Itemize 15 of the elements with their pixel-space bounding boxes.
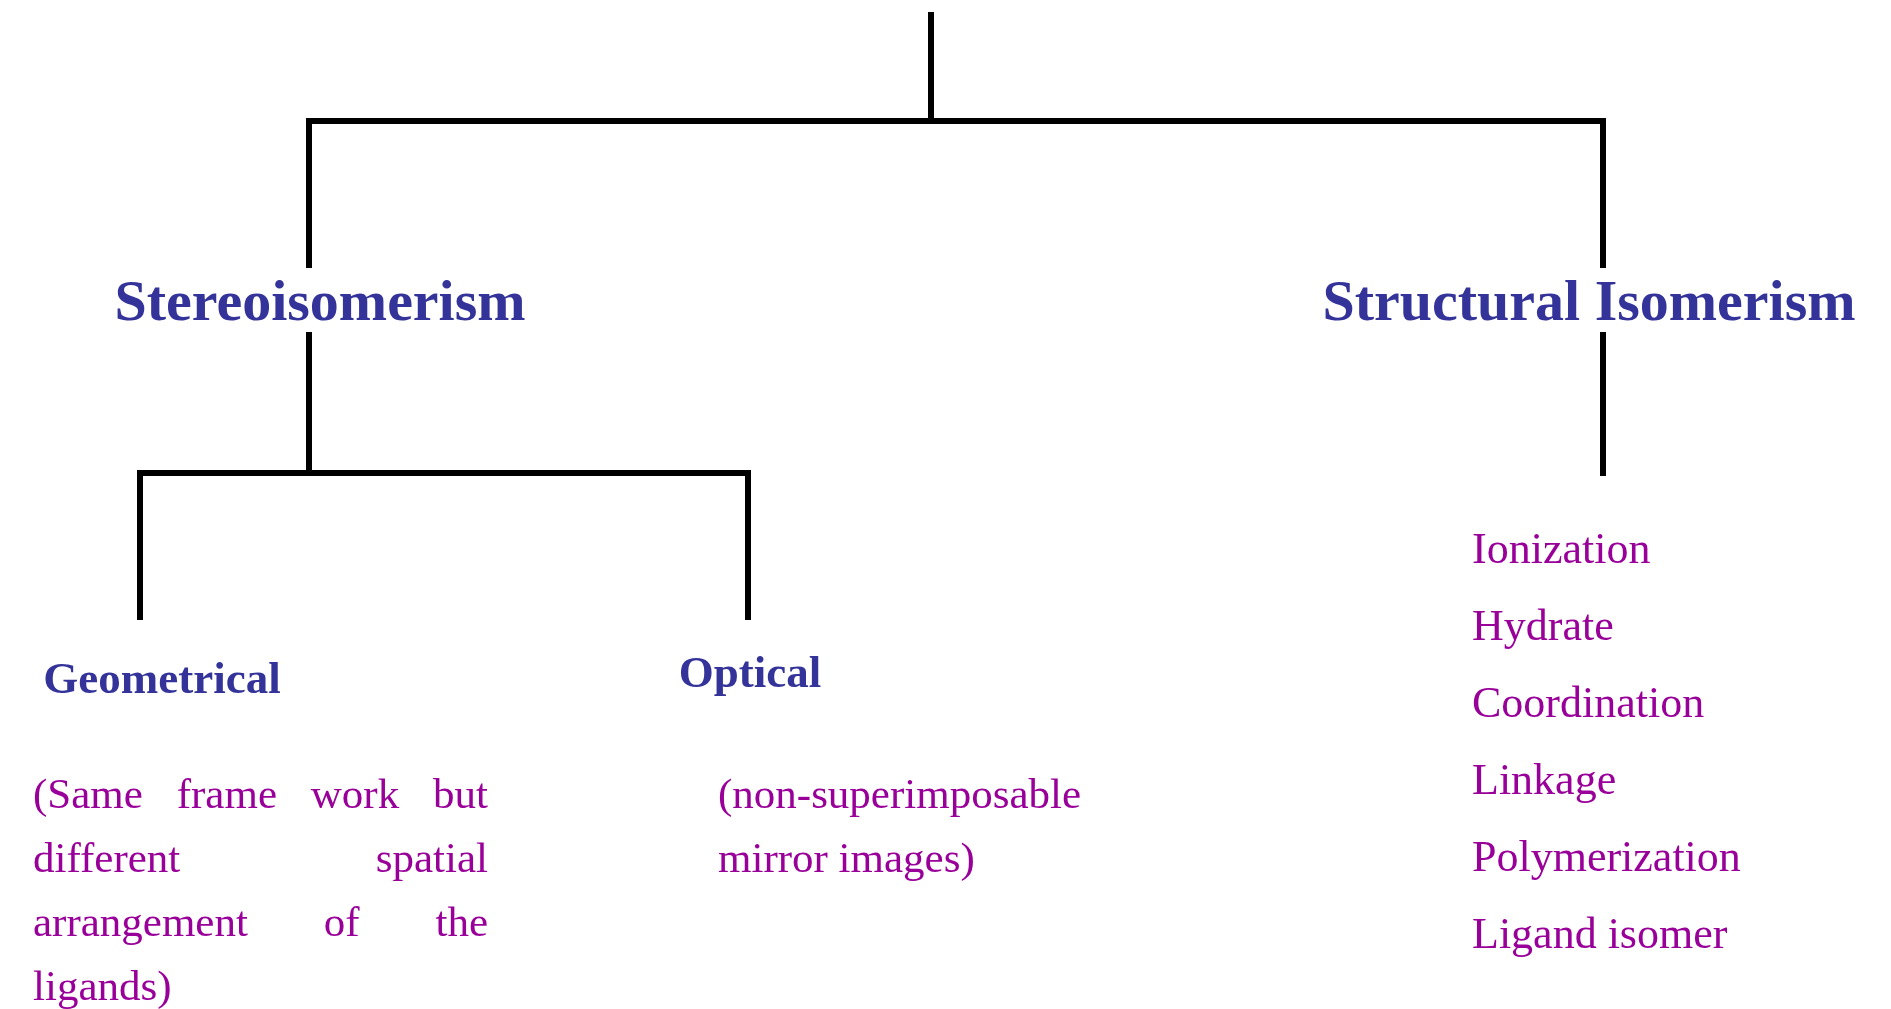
category-heading: Stereoisomerism — [114, 268, 526, 335]
list-item: Ionization — [1472, 523, 1651, 575]
list-item: Hydrate — [1472, 600, 1614, 652]
connector-line — [306, 332, 751, 620]
description-text: (non-superimposable mirror images) — [718, 769, 1083, 883]
list-item: Polymerization — [1472, 831, 1741, 883]
connector-line — [1600, 332, 1606, 476]
list-item: Coordination — [1472, 677, 1705, 729]
description-text: (Same frame work but different spatial arrangement of the ligands) — [33, 769, 488, 1009]
category-heading: Optical — [678, 647, 822, 699]
connector-line — [928, 12, 1606, 268]
category-heading: Structural Isomerism — [1322, 268, 1856, 335]
category-heading: Geometrical — [43, 653, 281, 705]
list-item: Linkage — [1472, 754, 1617, 806]
list-item: Ligand isomer — [1472, 908, 1728, 960]
